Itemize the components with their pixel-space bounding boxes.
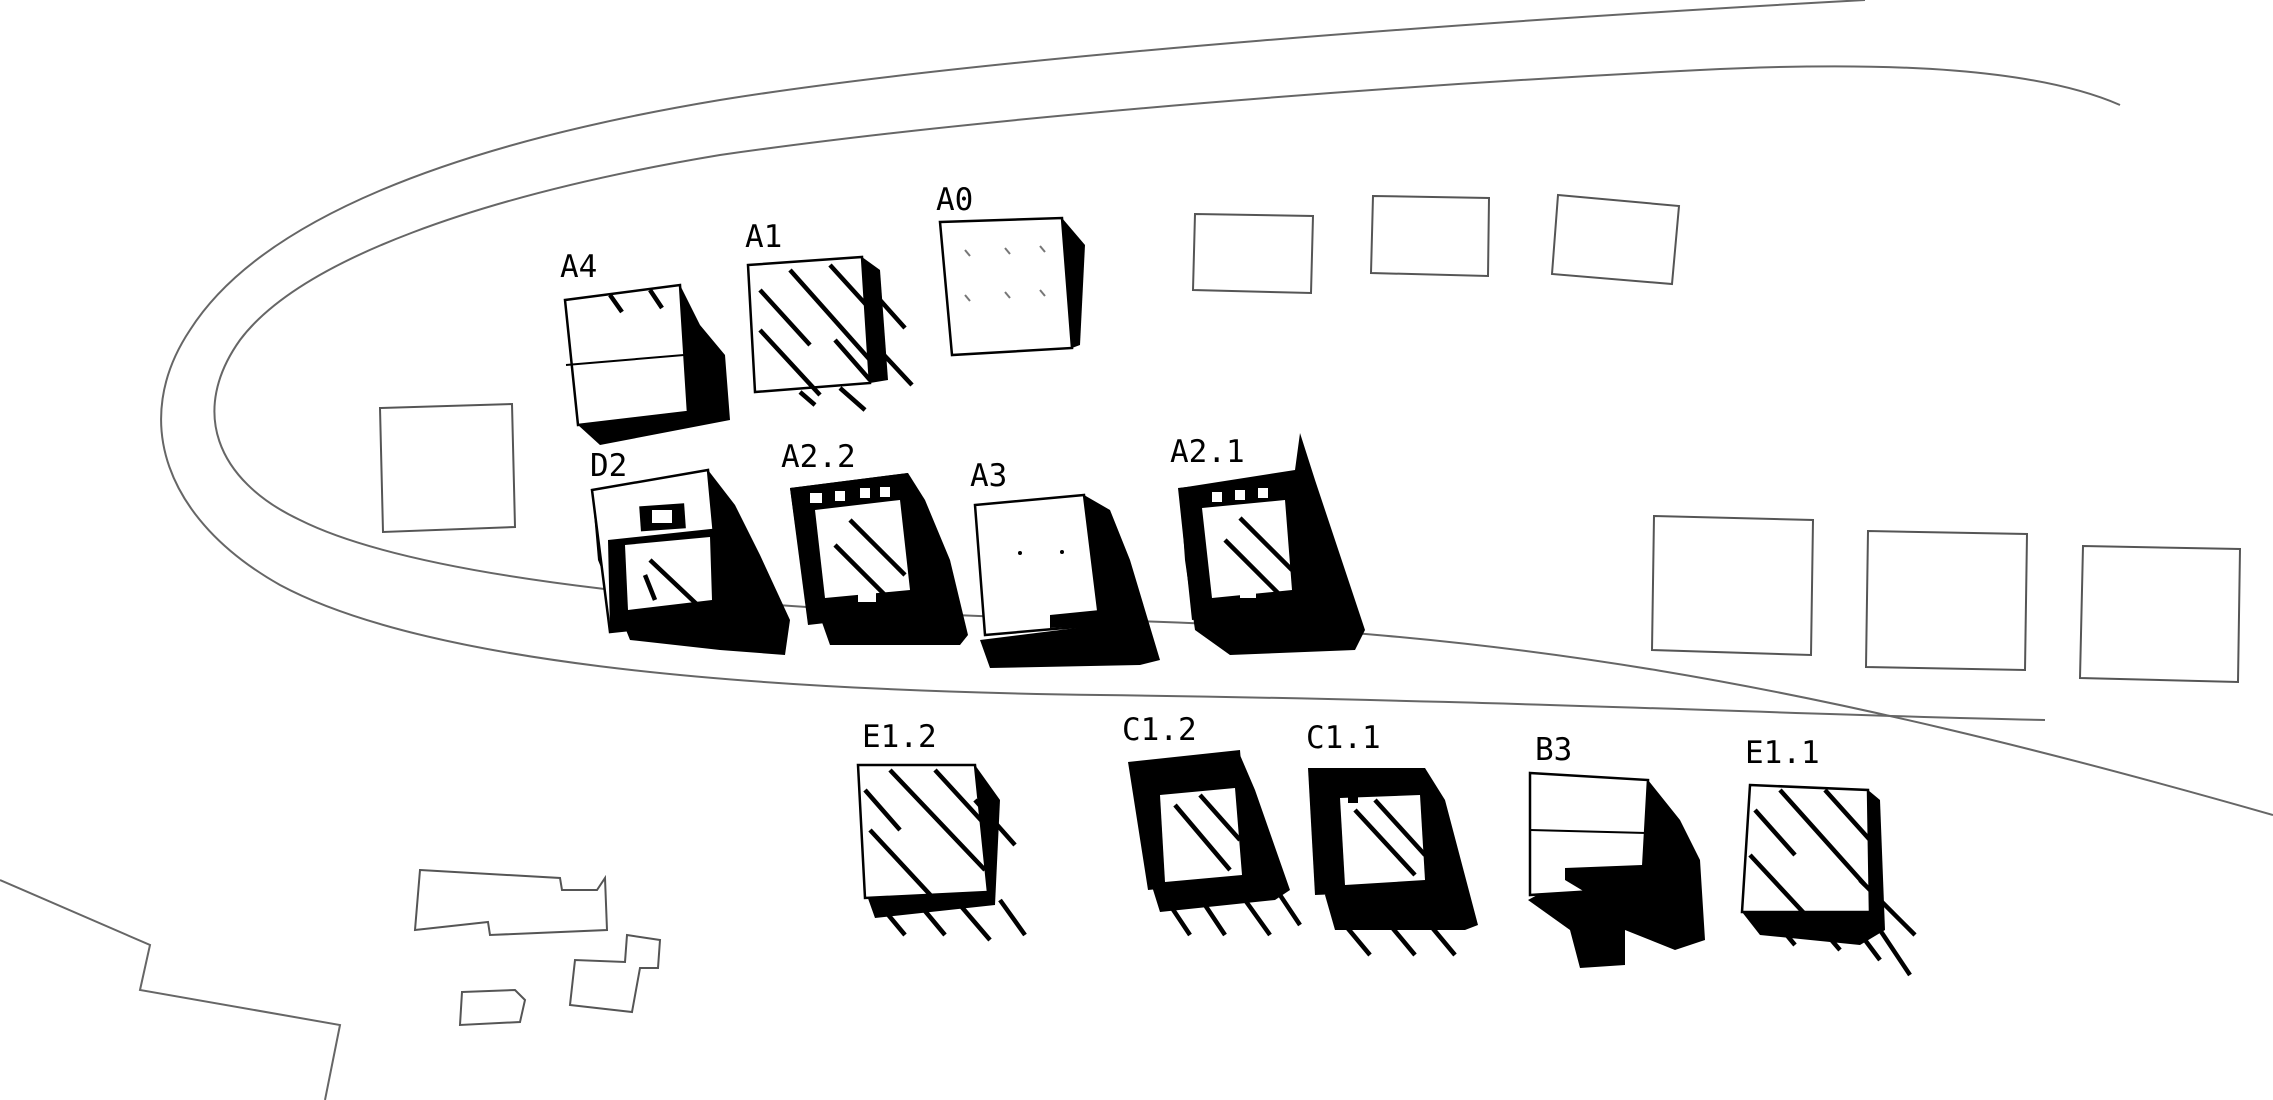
- building-a21: [1178, 433, 1365, 655]
- footprint-1: [378, 402, 517, 534]
- building-c11: [1308, 768, 1478, 957]
- building-c12: [1128, 750, 1302, 937]
- label-a0: A0: [936, 182, 973, 218]
- building-a1: [746, 255, 914, 412]
- building-b3: [1528, 771, 1705, 968]
- building-e11: [1740, 783, 1917, 977]
- label-a3: A3: [970, 458, 1007, 494]
- footprint-7: [2078, 544, 2242, 684]
- building-labels: A4 A1 A0 D2 A2.2 A3 A2.1 E1.2 C1.2 C1.1 …: [560, 182, 1820, 771]
- footprint-3: [1369, 194, 1491, 278]
- footprint-5: [1650, 514, 1815, 657]
- road-outer-edge: [160, 0, 2046, 721]
- building-e12: [856, 763, 1027, 942]
- label-c11: C1.1: [1306, 720, 1381, 756]
- label-b3: B3: [1535, 732, 1572, 768]
- building-d2: [590, 468, 790, 655]
- label-a21: A2.1: [1170, 434, 1245, 470]
- lower-site-boundary: [0, 879, 342, 1100]
- building-a4: [563, 283, 730, 445]
- footprint-4: [1550, 193, 1681, 286]
- label-e12: E1.2: [862, 719, 937, 755]
- footprint-9: [568, 933, 662, 1014]
- label-a1: A1: [745, 219, 782, 255]
- label-d2: D2: [590, 448, 627, 484]
- footprint-10: [458, 988, 527, 1027]
- footprint-6: [1864, 529, 2029, 672]
- building-a22: [790, 473, 968, 645]
- label-e11: E1.1: [1745, 735, 1820, 771]
- label-c12: C1.2: [1122, 712, 1197, 748]
- building-a0: [938, 216, 1085, 357]
- label-a4: A4: [560, 249, 597, 285]
- footprint-2: [1191, 212, 1315, 295]
- neighbour-footprints: [378, 193, 2242, 1027]
- label-a22: A2.2: [781, 439, 856, 475]
- footprint-8: [413, 868, 609, 937]
- building-a3: [973, 493, 1160, 668]
